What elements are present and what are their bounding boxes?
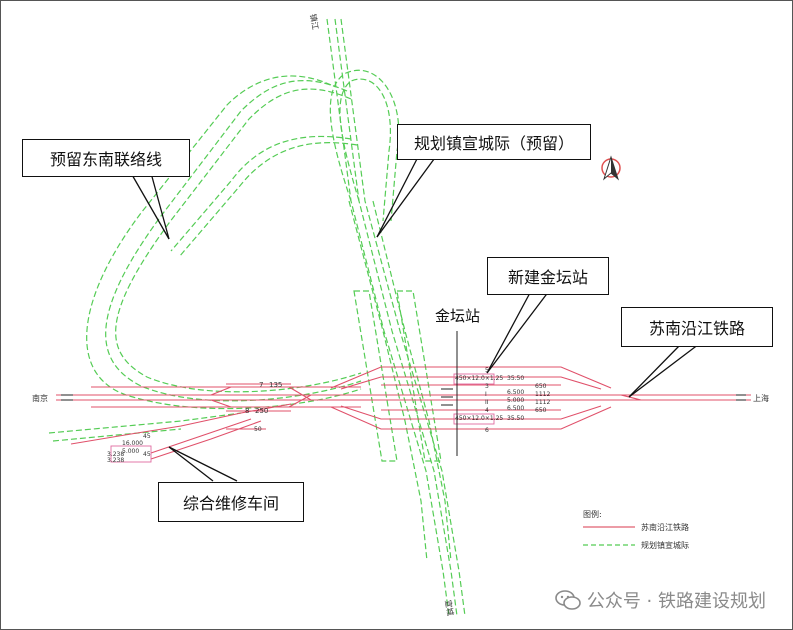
end-label-shanghai: 上海: [753, 394, 769, 403]
track-no-3: 3: [485, 383, 489, 390]
watermark-text: 公众号 · 铁路建设规划: [586, 591, 766, 612]
track-no-5: 5: [485, 367, 489, 374]
callout-sunan-railway: 苏南沿江铁路: [621, 307, 773, 347]
platform-elev-2: 35.50: [507, 415, 525, 422]
depot-no-45a: 45: [143, 433, 151, 440]
signal-marks: [61, 331, 746, 456]
depot-len-5000: 5.000: [122, 448, 140, 455]
depot-no-50: 50: [254, 426, 262, 433]
depot-no-45b: 45: [143, 451, 151, 458]
north-arrow-icon: [601, 155, 621, 181]
callout-zhenxuan-intercity: 规划镇宣城际（预留）: [397, 124, 591, 160]
track-no-I: I: [485, 391, 487, 398]
track-len-1112b: 1112: [535, 399, 551, 406]
zhenxuan-intercity-lines: [48, 18, 466, 617]
depot-len-3238b: 3.238: [107, 457, 125, 464]
track-len-250: 250: [255, 407, 269, 415]
track-len-1112a: 1112: [535, 391, 551, 398]
sunan-railway-lines: [56, 366, 751, 460]
track-no-7: 7: [259, 381, 264, 389]
track-len-650b: 650: [535, 407, 547, 414]
track-no-II: II: [485, 399, 489, 406]
station-name-label: 金坛站: [435, 307, 481, 325]
callout-dongnan-link: 预留东南联络线: [22, 139, 190, 177]
legend-title: 图例:: [583, 510, 602, 519]
wechat-watermark: 公众号 · 铁路建设规划: [555, 587, 766, 613]
callout-new-jintan-station: 新建金坛站: [487, 257, 609, 295]
track-no-4: 4: [485, 407, 489, 414]
track-dist-3: 6.500: [507, 405, 525, 412]
legend-item-zhenxuan: 规划镇宣城际: [641, 541, 689, 550]
track-no-6: 6: [485, 427, 489, 434]
track-dist-1: 6.500: [507, 389, 525, 396]
end-label-nanjing: 南京: [32, 394, 48, 403]
track-len-650a: 650: [535, 383, 547, 390]
track-len-135: 135: [269, 381, 283, 389]
legend-item-sunan: 苏南沿江铁路: [641, 523, 689, 532]
callout-leaders: [130, 154, 700, 482]
platform-spec-2: 450×12.0×1.25: [455, 415, 504, 422]
callout-maintenance-depot: 综合维修车间: [158, 482, 304, 522]
platform-boxes: [110, 373, 495, 463]
depot-len-3238a: 3.238: [107, 451, 125, 458]
depot-len-16000: 16.000: [122, 440, 143, 447]
wechat-icon: [555, 589, 581, 611]
legend-swatches: [583, 526, 635, 546]
track-dist-2: 5.000: [507, 397, 525, 404]
platform-spec-1: 450×12.0×1.25: [455, 375, 504, 382]
track-no-8: 8: [245, 407, 250, 415]
platform-elev-1: 35.50: [507, 375, 525, 382]
